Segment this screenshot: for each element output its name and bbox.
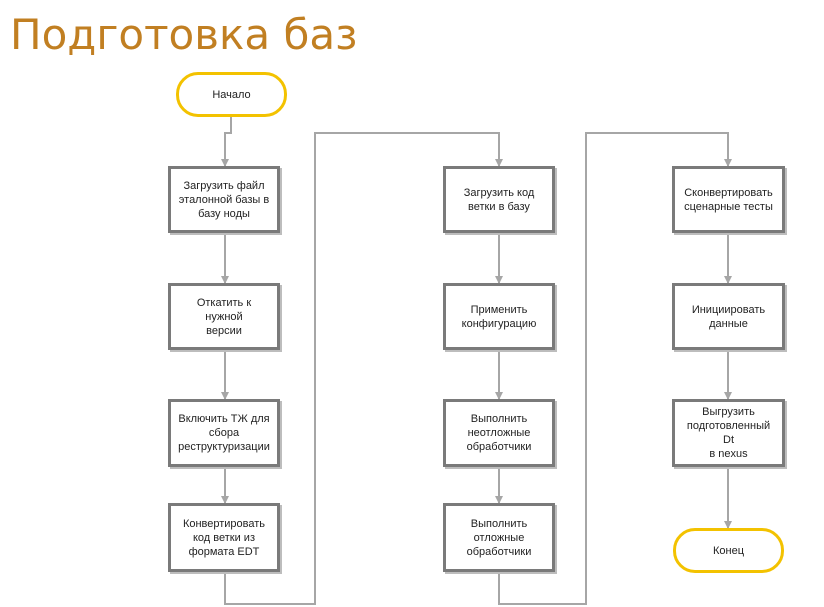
step-load-reference-db: Загрузить файл эталонной базы в базу нод… [168,166,280,233]
step-convert-scenario-tests: Сконвертировать сценарные тесты [672,166,785,233]
end-terminal: Конец [673,528,784,573]
step-upload-dt-nexus: Выгрузить подготовленный Dt в nexus [672,399,785,467]
step-rollback-version: Откатить к нужной версии [168,283,280,350]
step-load-branch-code: Загрузить код ветки в базу [443,166,555,233]
connector-c2n4-to-c3n1 [498,132,732,605]
connector-c1n4-to-c2n1 [224,132,503,605]
step-run-urgent-handlers: Выполнить неотложные обработчики [443,399,555,467]
step-init-data: Инициировать данные [672,283,785,350]
step-convert-edt: Конвертировать код ветки из формата EDT [168,503,280,572]
start-terminal: Начало [176,72,287,117]
step-apply-configuration: Применить конфигурацию [443,283,555,350]
connector-start-to-c1n1 [221,117,232,167]
step-enable-tech-log: Включить ТЖ для сбора реструктуризации [168,399,280,467]
step-run-deferred-handlers: Выполнить отложные обработчики [443,503,555,572]
page-title: Подготовка баз [10,10,358,59]
